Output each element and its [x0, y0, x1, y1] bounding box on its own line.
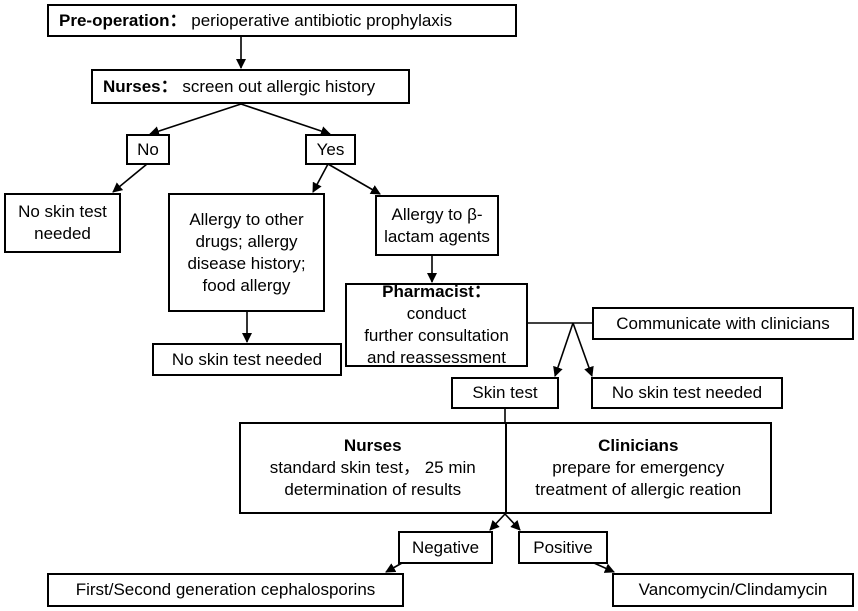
panel-nurses-title: Nurses	[343, 436, 402, 455]
node-allergy-beta-line2: lactam agents	[384, 226, 490, 246]
node-negative: Negative	[398, 531, 493, 564]
panel-clinicians-title: Clinicians	[598, 436, 679, 455]
node-pharmacist-line3: and reassessment	[367, 348, 506, 367]
node-cephalosporins-text: First/Second generation cephalosporins	[75, 580, 376, 599]
node-allergy-other-line3: disease history;	[187, 253, 306, 273]
node-no-skin-test-left-line2: needed	[34, 224, 91, 243]
node-negative-text: Negative	[411, 537, 480, 557]
node-positive-text: Positive	[533, 537, 593, 557]
node-pharmacist: Pharmacist：conduct further consultation …	[345, 281, 528, 367]
panel-clinicians-line2: treatment of allergic reation	[535, 480, 742, 499]
edge-negative-to-ceph	[385, 562, 403, 573]
node-pharmacist-line0: Pharmacist： conduct	[353, 281, 520, 325]
edge-split-to-skintest	[553, 322, 574, 377]
node-no-text: No	[137, 139, 159, 159]
node-no-skin-test-right: No skin test needed	[591, 377, 783, 409]
edge-panel-to-positive	[504, 513, 521, 531]
node-yes-text: Yes	[316, 139, 345, 159]
node-no-skin-test-mid: No skin test needed	[152, 343, 342, 376]
panel-nurses-line2: determination of results	[284, 480, 462, 499]
node-skin-test-text: Skin test	[472, 383, 538, 402]
panel-nurses: Nurses standard skin test， 25 min determ…	[241, 424, 505, 512]
node-allergy-other-line1: Allergy to other	[189, 209, 304, 229]
node-allergy-beta-lactam: Allergy to β- lactam agents	[375, 195, 499, 256]
node-preoperation: Pre-operation： perioperative antibiotic …	[47, 4, 517, 37]
node-skin-test: Skin test	[451, 377, 559, 409]
node-preoperation-label: Pre-operation：	[59, 10, 187, 30]
node-test-panel: Nurses standard skin test， 25 min determ…	[239, 422, 772, 514]
node-communicate-clinicians: Communicate with clinicians	[592, 307, 854, 340]
edge-positive-to-vanco	[593, 562, 615, 573]
node-yes: Yes	[305, 134, 356, 165]
node-allergy-other: Allergy to other drugs; allergy disease …	[168, 193, 325, 312]
edge-nurses-to-yes	[240, 103, 331, 136]
node-communicate-text: Communicate with clinicians	[616, 313, 830, 333]
node-nurses-screen: Nurses： screen out allergic history	[91, 69, 410, 104]
node-no-skin-test-mid-text: No skin test needed	[171, 349, 323, 369]
panel-clinicians-line1: prepare for emergency	[552, 458, 725, 477]
node-pharmacist-label: Pharmacist：	[382, 282, 491, 301]
edge-split-to-notest-right	[572, 322, 594, 377]
node-allergy-other-line2: drugs; allergy	[195, 231, 298, 251]
node-pharmacist-line2: further consultation	[364, 326, 509, 345]
node-pharmacist-line1: conduct	[406, 304, 467, 323]
node-vancomycin: Vancomycin/Clindamycin	[612, 573, 854, 607]
node-allergy-beta-line1: Allergy to β-	[391, 204, 483, 224]
node-allergy-other-line4: food allergy	[202, 275, 291, 295]
node-preoperation-text: perioperative antibiotic prophylaxis	[191, 10, 453, 30]
node-cephalosporins: First/Second generation cephalosporins	[47, 573, 404, 607]
edge-nurses-to-no	[149, 103, 242, 136]
node-vancomycin-text: Vancomycin/Clindamycin	[638, 580, 828, 599]
edge-yes-to-beta	[327, 163, 381, 195]
panel-nurses-line1: standard skin test， 25 min	[269, 458, 476, 477]
node-no-skin-test-right-text: No skin test needed	[611, 383, 763, 402]
edge-panel-to-negative	[489, 513, 506, 531]
node-nurses-screen-label: Nurses：	[103, 76, 178, 96]
edge-no-to-notest	[112, 163, 148, 193]
node-no-skin-test-left: No skin test needed	[4, 193, 121, 253]
node-nurses-screen-text: screen out allergic history	[182, 76, 376, 96]
node-no: No	[126, 134, 170, 165]
edge-yes-to-other	[312, 163, 329, 193]
node-positive: Positive	[518, 531, 608, 564]
panel-clinicians: Clinicians prepare for emergency treatme…	[504, 424, 771, 512]
node-no-skin-test-left-line1: No skin test	[18, 202, 107, 221]
